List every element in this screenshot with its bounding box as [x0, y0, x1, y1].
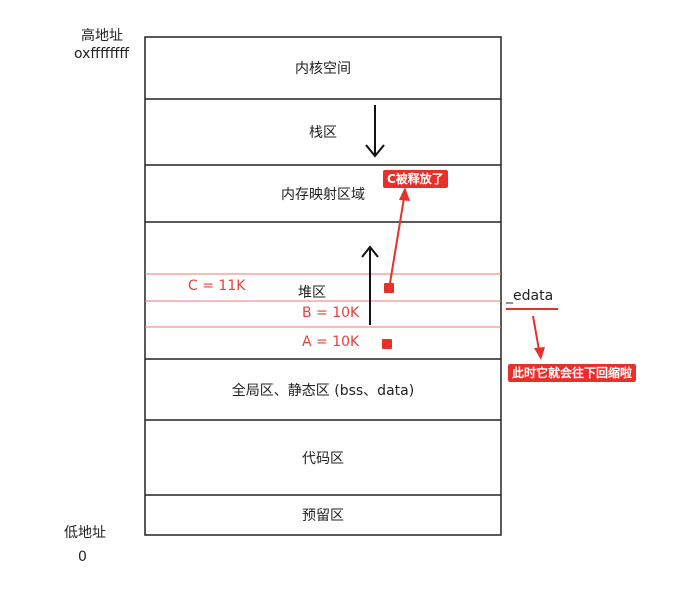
heap-block-b-label: B = 10K [302, 305, 360, 321]
edata-shrink-callout: 此时它就会往下回缩啦 [508, 364, 637, 382]
segment-reserved-label: 预留区 [302, 508, 344, 524]
segment-reserved: 预留区 [145, 495, 501, 535]
c-freed-callout: C被释放了 [383, 170, 448, 188]
stack-arrow-head [365, 144, 385, 158]
segment-code-label: 代码区 [302, 450, 344, 467]
segment-kernel-label: 内核空间 [295, 61, 351, 77]
c-freed-arrow-shaft [389, 197, 405, 284]
low-address-value: 0 [78, 549, 87, 565]
segment-stack-label: 栈区 [309, 125, 337, 141]
edata-arrow-head [534, 347, 545, 360]
memory-outer-border [144, 36, 502, 536]
segment-code: 代码区 [145, 420, 501, 495]
high-address-value: oxffffffff [74, 46, 130, 62]
low-address-label: 低地址 [64, 525, 106, 541]
heap-block-a-label: A = 10K [302, 334, 360, 350]
segment-stack: 栈区 [145, 99, 501, 165]
segment-heap-label: 堆区 [298, 285, 326, 301]
heap-block-c-label: C = 11K [188, 278, 246, 294]
edata-label: _edata [506, 288, 554, 304]
segment-mmap-label: 内存映射区域 [281, 186, 365, 203]
segment-globals-label: 全局区、静态区 (bss、data) [231, 382, 415, 399]
segment-mmap: 内存映射区域 [145, 165, 501, 222]
c-freed-arrow-head [399, 187, 410, 201]
block-c-marker [384, 283, 394, 293]
edata-arrow-shaft [532, 315, 540, 351]
segment-kernel-space: 内核空间 [145, 37, 501, 99]
high-address-label: 高地址 [81, 28, 123, 44]
heap-arrow-head [361, 245, 379, 258]
segment-globals: 全局区、静态区 (bss、data) [145, 359, 501, 420]
block-a-marker [382, 339, 392, 349]
